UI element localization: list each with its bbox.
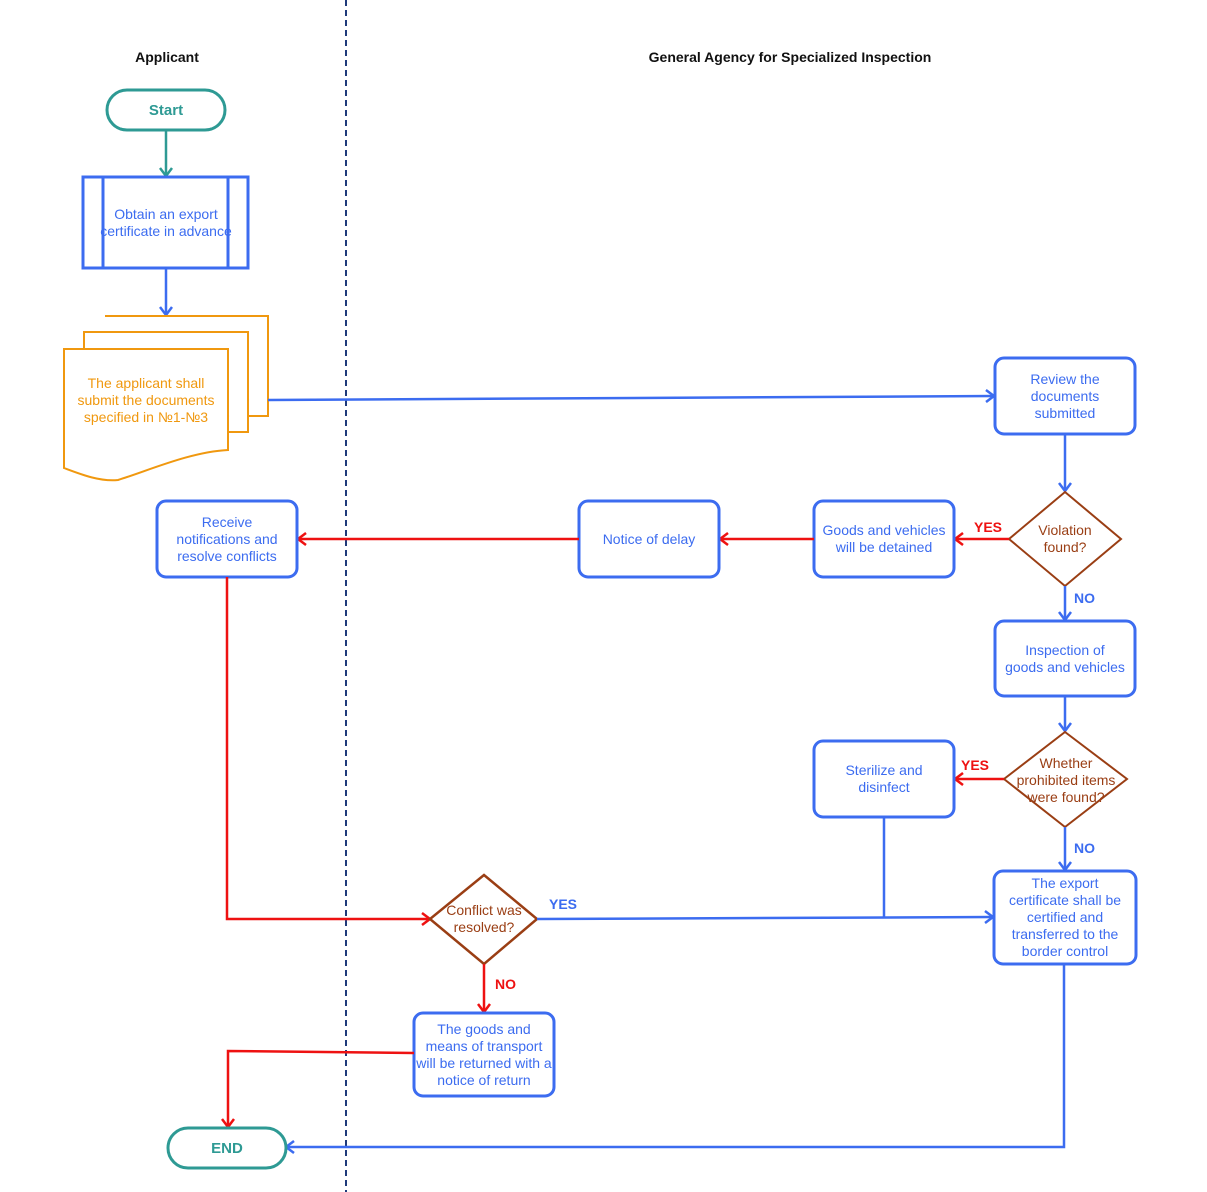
submit-documents-label: The applicant shall submit the documents… [77,374,215,425]
prohibited-no-label: NO [1074,840,1095,856]
notice-of-delay-label: Notice of delay [602,530,696,547]
obtain-certificate-label: Obtain an export certificate in advance [100,205,232,239]
certify-transfer-label: The export certificate shall be certifie… [1008,875,1122,959]
end-terminal-shape[interactable] [166,1126,288,1170]
conflict-yes-label: YES [549,896,578,912]
sterilize-label: Sterilize and disinfect [845,762,923,795]
prohibited-yes-label: YES [961,757,990,773]
edge-conflict-yes [536,910,996,925]
violation-no-label: NO [1074,590,1095,606]
lane-title-applicant: Applicant [135,49,199,65]
prohibited-items-label: Whether prohibited items were found? [1016,754,1116,805]
violation-found-label: Violation found? [1038,522,1092,555]
violation-yes-label: YES [974,519,1003,535]
lane-title-agency: General Agency for Specialized Inspectio… [648,49,932,65]
edge-returned-to-end [221,1049,415,1130]
conflict-no-label: NO [495,976,516,992]
goods-returned-shape[interactable] [412,1011,556,1098]
edge-submit-to-review [267,389,997,404]
obtain-certificate-shape[interactable] [81,175,250,270]
review-documents-label: Review the documents submitted [1030,370,1100,421]
edge-certify-to-end [283,964,1066,1154]
start-label: Start [148,101,184,119]
goods-returned-label: The goods and means of transport will be… [416,1020,552,1088]
edge-receive-to-conflict [225,577,433,926]
receive-notifications-label: Receive notifications and resolve confli… [176,513,278,564]
goods-detained-label: Goods and vehicles will be detained [822,522,946,555]
conflict-resolved-label: Conflict was resolved? [446,902,522,935]
submit-documents-shape[interactable] [63,315,269,482]
end-label: END [211,1139,243,1157]
inspection-label: Inspection of goods and vehicles [1005,641,1125,675]
